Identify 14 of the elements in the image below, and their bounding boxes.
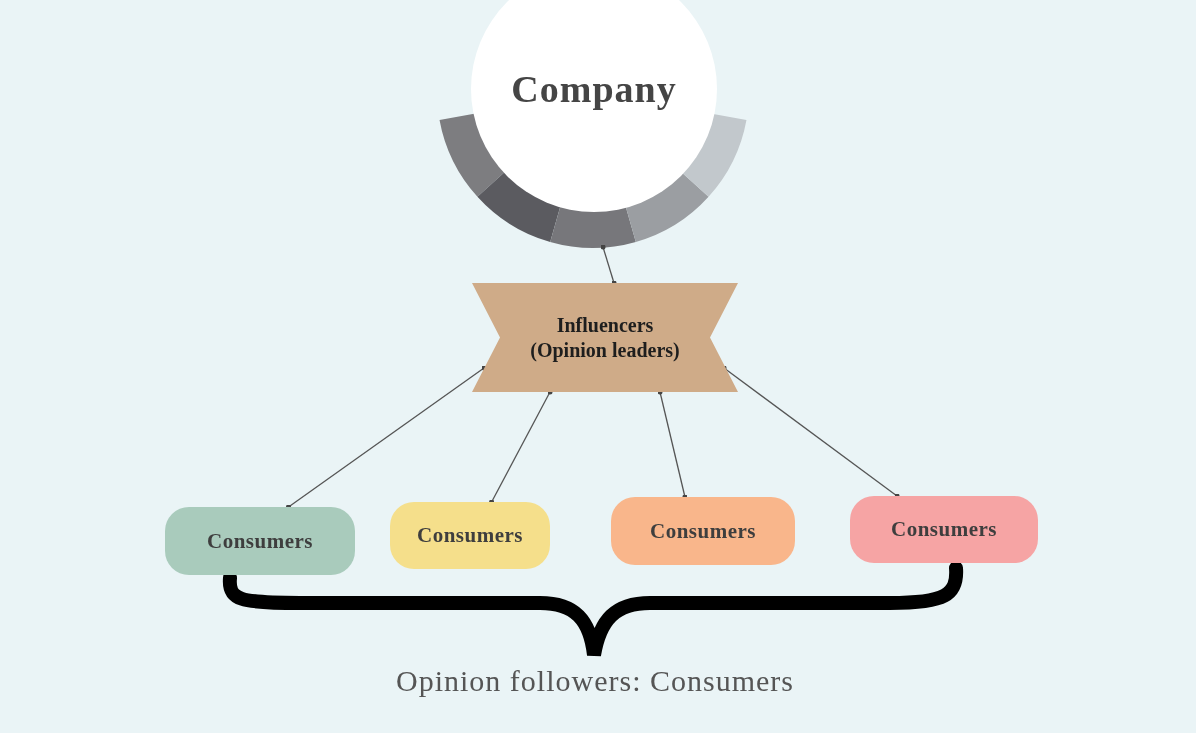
rounded-box — [165, 507, 355, 575]
node-label: Consumers — [207, 528, 313, 554]
node-label: Consumers — [650, 518, 756, 544]
node-label: Influencers (Opinion leaders) — [529, 312, 681, 363]
rounded-box — [850, 496, 1038, 563]
connector-line — [600, 244, 617, 286]
node-label: Company — [511, 67, 677, 111]
rounded-box — [390, 502, 550, 569]
bowtie-shape — [472, 283, 738, 392]
connector-line — [286, 365, 487, 510]
node-label: Consumers — [891, 517, 997, 542]
node-label: Consumers — [417, 523, 523, 548]
caption-text: Opinion followers: Consumers — [395, 664, 795, 698]
rounded-box — [611, 497, 795, 565]
